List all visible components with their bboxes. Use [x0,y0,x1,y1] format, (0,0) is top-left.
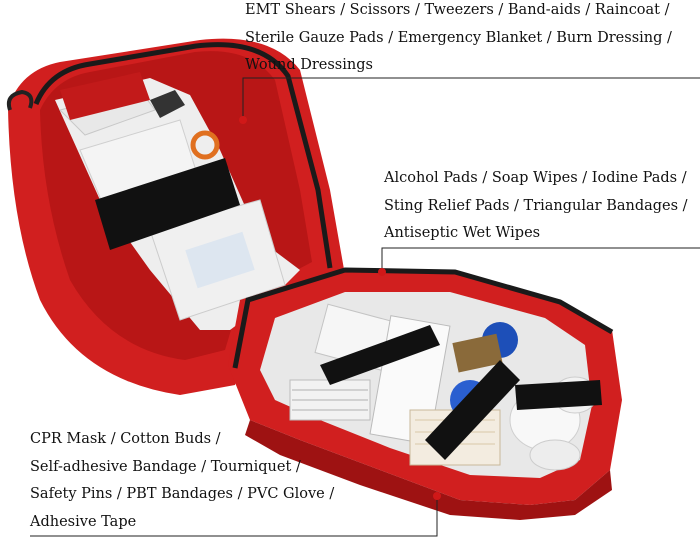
label-bottom-line: Adhesive Tape [30,513,137,530]
callout-middle [378,247,700,276]
bag-handle [6,89,34,111]
label-bottom-line: Self-adhesive Bandage / Tourniquet / [30,458,301,475]
callout-top [239,77,700,124]
label-middle: Alcohol Pads / Soap Wipes / Iodine Pads … [384,165,688,248]
label-bottom-line: Safety Pins / PBT Bandages / PVC Glove / [30,486,335,502]
label-middle-line: Sting Relief Pads / Triangular Bandages … [384,197,688,214]
pointer-dot-top [239,116,247,124]
label-top: EMT Shears / Scissors / Tweezers / Band-… [245,0,672,80]
callout-bottom [30,492,441,537]
label-bottom-line: CPR Mask / Cotton Buds / [30,431,221,447]
label-top-line: Sterile Gauze Pads / Emergency Blanket /… [245,29,672,46]
label-middle-line: Alcohol Pads / Soap Wipes / Iodine Pads … [384,170,687,186]
label-middle-line: Antiseptic Wet Wipes [384,225,541,241]
label-top-line: EMT Shears / Scissors / Tweezers / Band-… [245,2,670,18]
label-bottom: CPR Mask / Cotton Buds / Self-adhesive B… [30,426,334,536]
bag-base [228,267,622,520]
label-top-line: Wound Dressings [245,57,373,73]
pointer-dot-bottom [433,492,441,500]
pointer-dot-middle [378,268,386,276]
bag-lid [8,38,345,395]
